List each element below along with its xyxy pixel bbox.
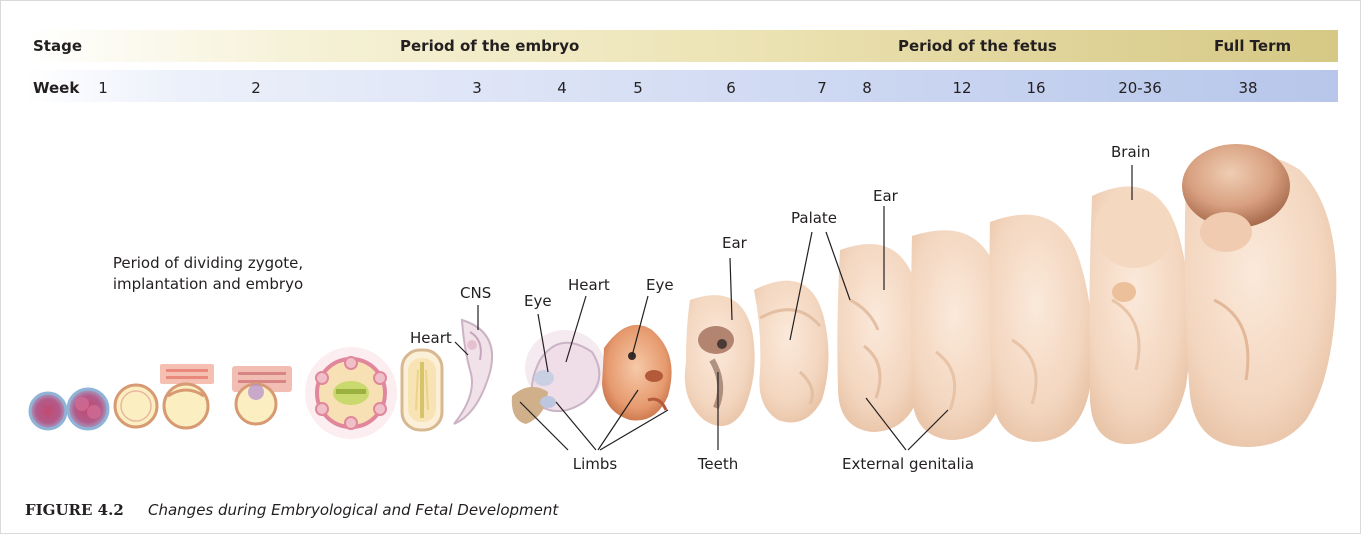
brain-label: Brain <box>1111 142 1150 162</box>
limbs-label: Limbs <box>573 454 617 474</box>
palate-label: Palate <box>791 208 837 228</box>
zygote-stage-2 <box>68 389 108 429</box>
eye-label: Eye <box>646 275 674 295</box>
heart-label: Heart <box>410 328 452 348</box>
embryo-week-6 <box>685 295 755 426</box>
fetus-full-term <box>1182 144 1336 447</box>
embryo-week-3 <box>454 320 492 424</box>
teeth-label: Teeth <box>698 454 738 474</box>
eye-label: Eye <box>524 291 552 311</box>
figure-caption: Changes during Embryological and Fetal D… <box>148 501 558 519</box>
ear-label: Ear <box>722 233 747 253</box>
neural-plate <box>402 350 442 430</box>
heart-label: Heart <box>568 275 610 295</box>
fetus-week-20-36 <box>1089 187 1190 445</box>
fetus-week-16 <box>989 215 1092 442</box>
dividing-zygote-note: Period of dividing zygote, implantation … <box>108 253 308 295</box>
bilaminar-disc <box>305 347 397 439</box>
figure-number: FIGURE 4.2 <box>25 501 124 519</box>
ear-label: Ear <box>873 186 898 206</box>
implantation <box>232 366 292 424</box>
morula <box>115 385 157 427</box>
external-genitalia-label: External genitalia <box>842 454 974 474</box>
embryo-week-4 <box>512 330 605 424</box>
cns-label: CNS <box>460 283 491 303</box>
blastocyst-implanting <box>160 364 214 428</box>
zygote-stage-1 <box>30 393 66 429</box>
embryo-week-7 <box>754 281 829 423</box>
